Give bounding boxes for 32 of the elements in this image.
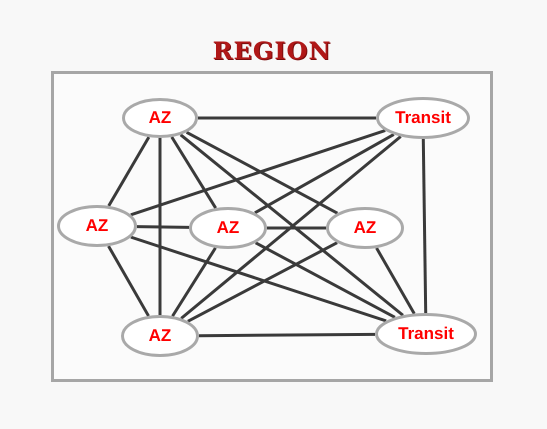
connector-line [187, 241, 338, 323]
connector-line [107, 136, 150, 207]
node-label: AZ [148, 108, 172, 128]
connector-line [198, 116, 376, 120]
ellipse-node [122, 98, 198, 138]
connector-line [158, 138, 162, 315]
connector-line [254, 241, 396, 319]
node-label: Transit [398, 324, 454, 344]
connector-line [254, 133, 395, 214]
ellipse-node [326, 207, 404, 249]
node-label: AZ [216, 218, 240, 238]
ellipse-node [57, 205, 137, 247]
node-label: AZ [148, 326, 172, 346]
connector-line [136, 225, 190, 229]
connector-line [422, 138, 428, 314]
node-label: AZ [86, 216, 108, 236]
connector-line [130, 129, 386, 216]
connector-line [198, 332, 376, 338]
connector-line [107, 245, 150, 317]
connector-line [267, 226, 326, 230]
ellipse-node [375, 313, 477, 355]
connector-line [375, 247, 416, 314]
node-label: Transit [395, 108, 451, 128]
connector-line [170, 136, 217, 209]
connector-line [130, 236, 387, 322]
node-label: AZ [354, 218, 376, 238]
ellipse-node [121, 315, 199, 357]
connector-line [186, 130, 338, 214]
ellipse-node [376, 97, 470, 139]
region-title: REGION [212, 36, 332, 65]
connector-line [171, 247, 217, 317]
ellipse-node [189, 207, 267, 249]
